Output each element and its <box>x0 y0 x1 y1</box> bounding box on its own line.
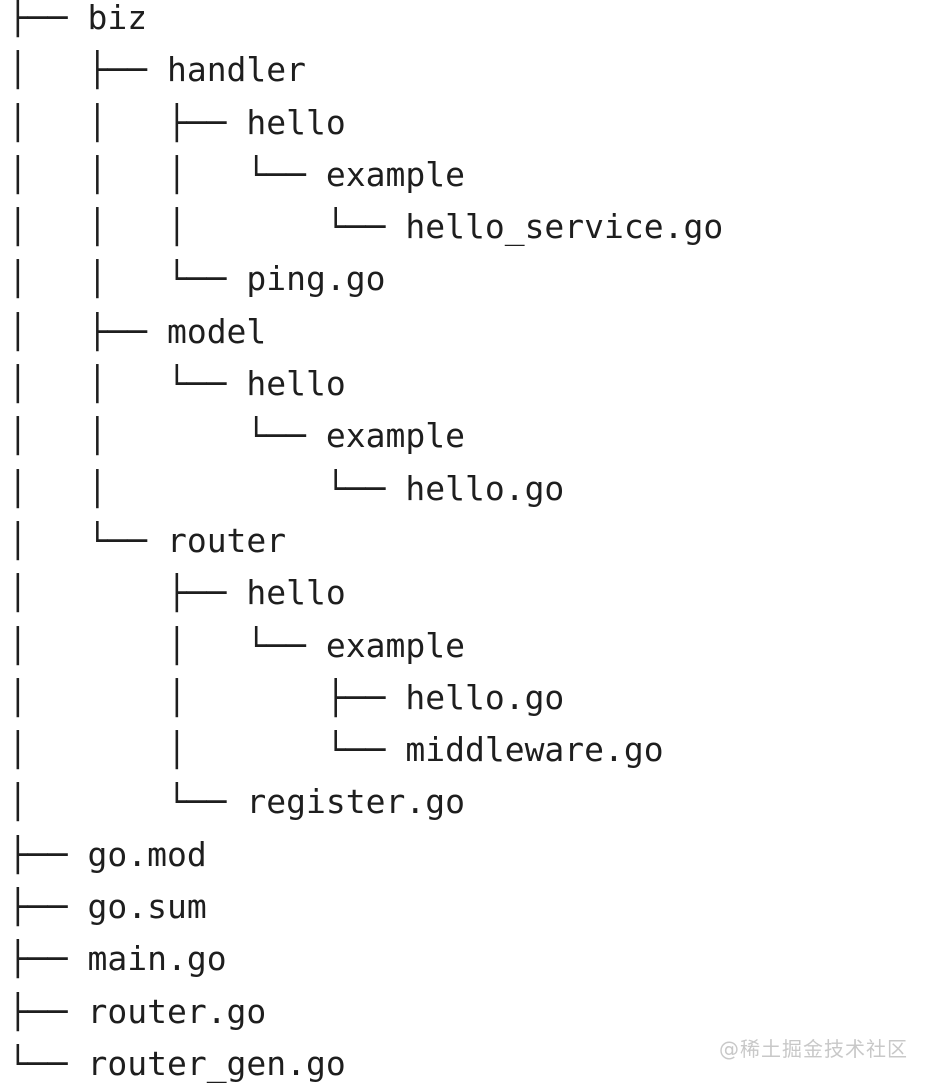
tree-item-name: hello <box>246 102 346 142</box>
tree-branch-glyphs: ├── <box>8 991 88 1031</box>
tree-branch-glyphs: │ │ └── <box>8 364 247 404</box>
tree-row: │ │ └── hello.go <box>8 463 723 515</box>
tree-branch-glyphs: │ └── <box>8 520 167 560</box>
tree-row: │ └── router <box>8 515 723 567</box>
tree-branch-glyphs: │ ├── <box>8 311 167 351</box>
tree-branch-glyphs: └── <box>8 1043 88 1083</box>
file-tree: ├── biz│ ├── handler│ │ ├── hello│ │ │ └… <box>8 0 723 1090</box>
tree-branch-glyphs: │ │ └── <box>8 259 247 299</box>
tree-item-name: hello <box>246 573 346 613</box>
tree-row: ├── go.sum <box>8 881 723 933</box>
tree-branch-glyphs: │ │ ├── <box>8 102 247 142</box>
tree-branch-glyphs: │ │ │ └── <box>8 154 326 194</box>
tree-row: │ │ ├── hello <box>8 97 723 149</box>
tree-item-name: hello.go <box>405 468 565 508</box>
tree-branch-glyphs: │ └── <box>8 782 247 822</box>
tree-row: │ │ │ └── hello_service.go <box>8 201 723 253</box>
tree-branch-glyphs: │ │ └── <box>8 468 406 508</box>
tree-branch-glyphs: │ │ └── <box>8 416 326 456</box>
tree-row: │ ├── handler <box>8 44 723 96</box>
tree-branch-glyphs: │ │ └── <box>8 625 326 665</box>
tree-item-name: biz <box>87 0 148 37</box>
tree-row: │ │ └── hello <box>8 358 723 410</box>
tree-branch-glyphs: ├── <box>8 834 88 874</box>
tree-item-name: hello <box>246 364 346 404</box>
tree-branch-glyphs: │ │ ├── <box>8 677 406 717</box>
tree-item-name: register.go <box>246 782 465 822</box>
tree-row: ├── biz <box>8 0 723 44</box>
tree-row: ├── go.mod <box>8 829 723 881</box>
tree-row: └── router_gen.go <box>8 1038 723 1090</box>
tree-item-name: middleware.go <box>405 730 664 770</box>
tree-item-name: handler <box>166 50 307 90</box>
tree-row: │ ├── hello <box>8 567 723 619</box>
tree-branch-glyphs: ├── <box>8 0 88 37</box>
tree-row: │ │ └── ping.go <box>8 253 723 305</box>
tree-row: │ │ └── middleware.go <box>8 724 723 776</box>
tree-item-name: router_gen.go <box>87 1043 346 1083</box>
tree-branch-glyphs: │ ├── <box>8 573 247 613</box>
tree-row: │ │ └── example <box>8 410 723 462</box>
tree-row: │ ├── model <box>8 306 723 358</box>
tree-item-name: router.go <box>87 991 267 1031</box>
tree-item-name: example <box>325 625 465 665</box>
tree-branch-glyphs: │ │ │ └── <box>8 207 406 247</box>
tree-item-name: go.mod <box>87 834 207 874</box>
tree-item-name: hello_service.go <box>405 207 724 247</box>
tree-item-name: ping.go <box>246 259 386 299</box>
tree-item-name: router <box>166 520 287 560</box>
tree-row: │ │ │ └── example <box>8 149 723 201</box>
tree-branch-glyphs: ├── <box>8 939 88 979</box>
tree-row: ├── main.go <box>8 933 723 985</box>
tree-item-name: main.go <box>87 939 227 979</box>
tree-item-name: hello.go <box>405 677 565 717</box>
tree-item-name: go.sum <box>87 887 207 927</box>
tree-item-name: example <box>325 416 465 456</box>
tree-row: │ │ └── example <box>8 620 723 672</box>
tree-row: │ │ ├── hello.go <box>8 672 723 724</box>
tree-branch-glyphs: │ │ └── <box>8 730 406 770</box>
tree-branch-glyphs: │ ├── <box>8 50 167 90</box>
tree-branch-glyphs: ├── <box>8 887 88 927</box>
tree-item-name: example <box>325 154 465 194</box>
tree-row: │ └── register.go <box>8 776 723 828</box>
tree-row: ├── router.go <box>8 986 723 1038</box>
tree-item-name: model <box>166 311 267 351</box>
juejin-watermark: @稀土掘金技术社区 <box>719 1037 908 1061</box>
